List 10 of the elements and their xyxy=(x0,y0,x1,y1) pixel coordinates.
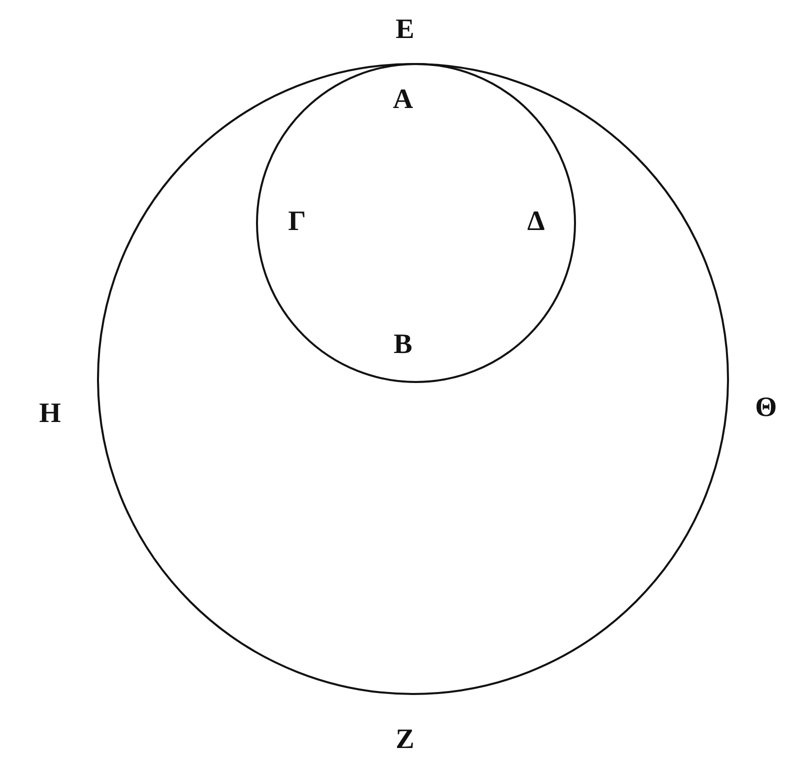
point-label: Δ xyxy=(527,207,545,237)
point-label: B xyxy=(394,330,412,360)
circle xyxy=(256,63,576,383)
point-label: Γ xyxy=(288,207,306,237)
circle xyxy=(97,63,729,695)
point-label: H xyxy=(39,399,61,429)
point-label: E xyxy=(396,15,414,45)
point-label: Z xyxy=(396,725,414,755)
point-label: Θ xyxy=(755,393,777,423)
point-label: A xyxy=(392,85,414,115)
